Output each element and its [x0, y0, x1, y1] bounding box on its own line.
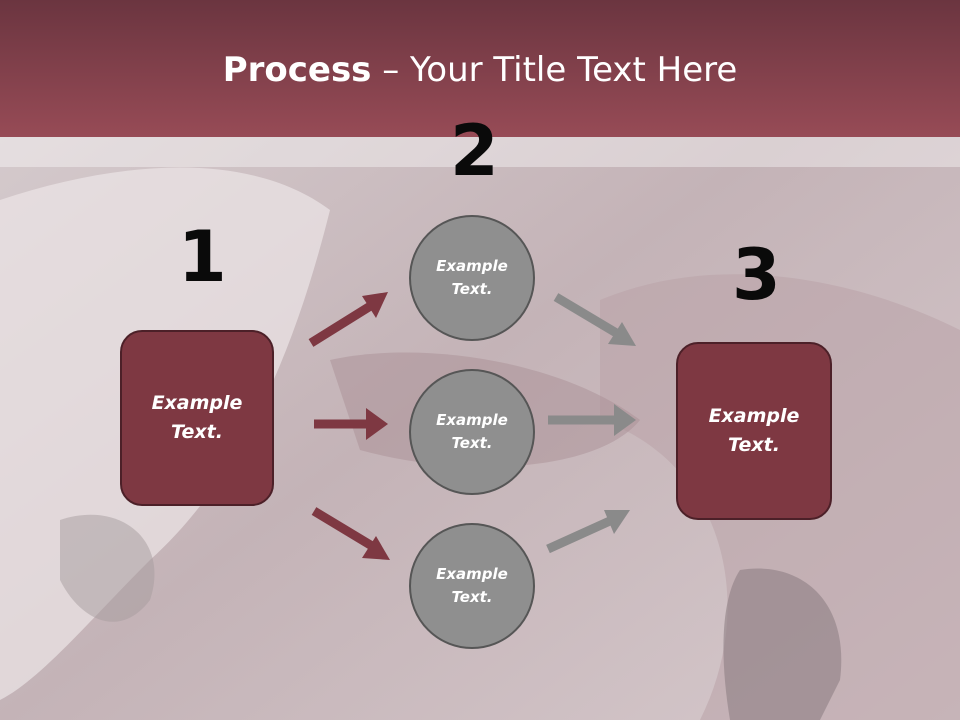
step-3-text: Example Text.	[708, 405, 800, 456]
title-rest: – Your Title Text Here	[371, 50, 738, 90]
circle-middle-text: Example Text.	[436, 411, 508, 452]
title-bold: Process	[222, 50, 372, 90]
circle-bottom-text: Example Text.	[436, 565, 508, 606]
arrow-gray-right	[548, 404, 636, 436]
title-bar-strip	[0, 137, 960, 167]
circle-top-text: Example Text.	[436, 257, 508, 298]
step-1-box[interactable]: Example Text.	[120, 330, 274, 506]
step-3-box[interactable]: Example Text.	[676, 342, 832, 520]
arrow-red-right	[314, 408, 388, 440]
step-2-circle-middle[interactable]: Example Text.	[409, 369, 535, 495]
page-title: Process – Your Title Text Here	[0, 50, 960, 90]
arrow-red-up	[308, 292, 388, 347]
arrow-gray-up	[546, 510, 630, 554]
step-2-circle-bottom[interactable]: Example Text.	[409, 523, 535, 649]
step-number-1: 1	[178, 216, 227, 298]
step-2-circle-top[interactable]: Example Text.	[409, 215, 535, 341]
step-number-3: 3	[732, 234, 781, 316]
arrow-gray-down	[553, 293, 636, 346]
step-number-2: 2	[450, 110, 499, 192]
title-bar	[0, 0, 960, 137]
step-1-text: Example Text.	[151, 392, 243, 443]
arrow-red-down	[311, 507, 390, 560]
